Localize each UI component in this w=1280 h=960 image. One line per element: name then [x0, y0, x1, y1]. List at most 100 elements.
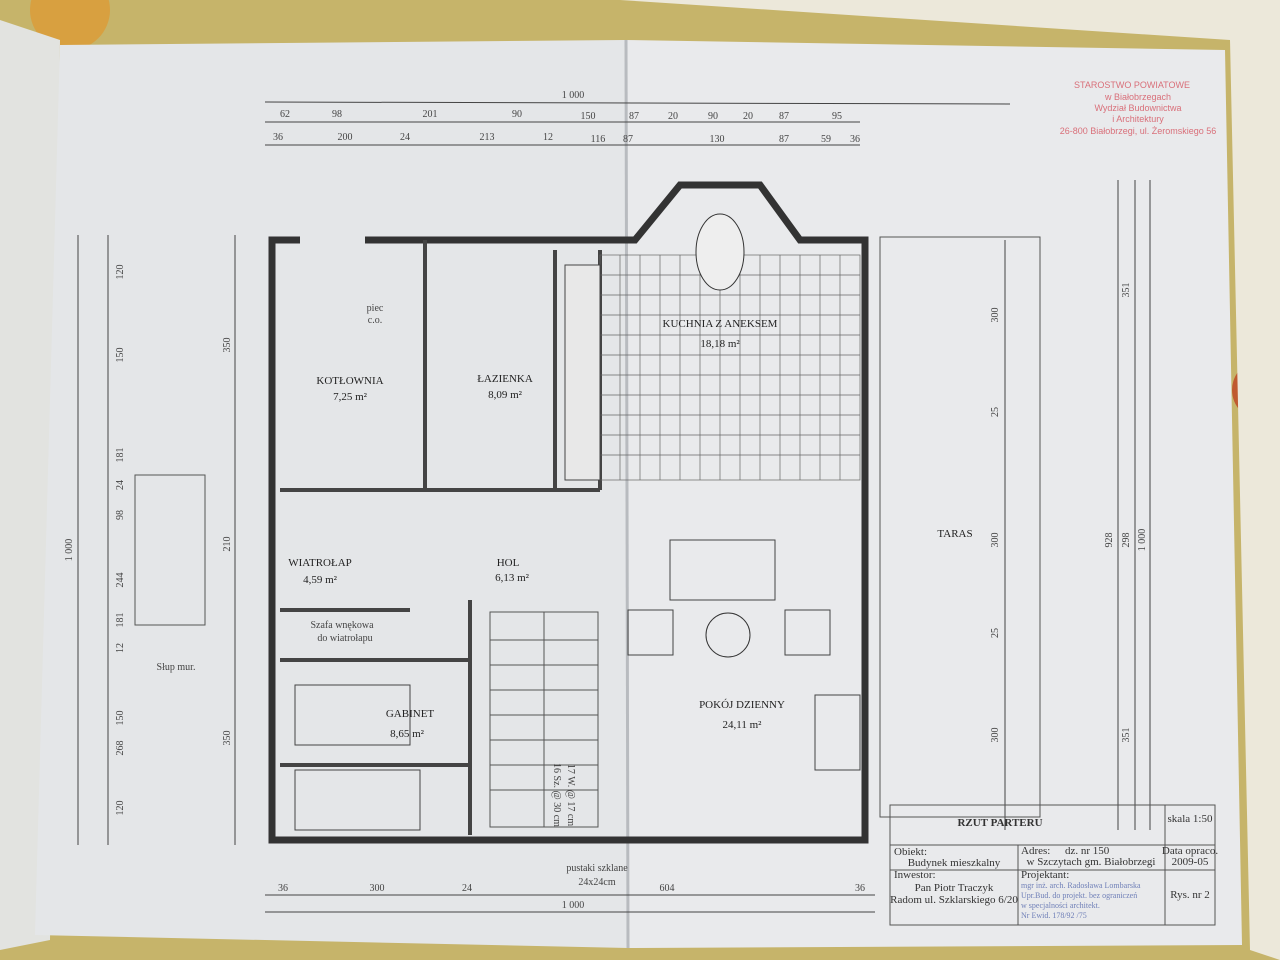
room-area: 24,11 m²: [723, 719, 763, 731]
dimension: 150: [115, 348, 126, 363]
wardrobe-label: do wiatrołapu: [317, 633, 372, 644]
dimension: 90: [708, 111, 718, 122]
dimension: 25: [990, 407, 1001, 417]
dimension: 90: [512, 109, 522, 120]
dimension: 20: [668, 111, 678, 122]
dimension: 87: [779, 111, 789, 122]
dimension: 36: [273, 132, 283, 143]
left-page: [35, 40, 628, 948]
dimension: 351: [1121, 283, 1132, 298]
room-area: 6,13 m²: [495, 572, 530, 584]
dimension: 12: [115, 643, 126, 653]
dimension: 298: [1121, 533, 1132, 548]
wardrobe-label: Szafa wnękowa: [310, 620, 374, 631]
dining-table: [695, 213, 745, 291]
dimension-total-bottom: 1 000: [562, 900, 585, 911]
dimension: 181: [115, 448, 126, 463]
dimension: 928: [1104, 533, 1115, 548]
office-stamp: STAROSTWO POWIATOWE w Białobrzegach Wydz…: [1060, 80, 1217, 136]
dimension: 300: [370, 883, 385, 894]
sheet-title: RZUT PARTERU: [957, 817, 1042, 829]
armchair: [627, 609, 674, 656]
dimension: 116: [591, 134, 606, 145]
designer-stamp: Upr.Bud. do projekt. bez ograniczeń: [1021, 891, 1137, 900]
staircase: [489, 611, 599, 828]
room-name: GABINET: [386, 708, 435, 720]
room-area: 18,18 m²: [700, 338, 740, 350]
glass-blocks-label: pustaki szklane: [566, 863, 628, 874]
room-name: TARAS: [937, 528, 972, 540]
desk: [294, 684, 411, 746]
dimension: 351: [1121, 728, 1132, 743]
room-area: 8,09 m²: [488, 389, 523, 401]
date-label: Data opraco.: [1162, 845, 1218, 857]
glass-blocks-label: 24x24cm: [578, 877, 615, 888]
dimension: 210: [222, 537, 233, 552]
exterior-walls: [268, 181, 869, 844]
address-value: dz. nr 150: [1065, 845, 1110, 857]
dimension: 150: [115, 711, 126, 726]
entrance-steps: [134, 474, 206, 626]
sheet-number: Rys. nr 2: [1170, 889, 1210, 901]
interior-walls: [280, 240, 602, 835]
dimension: 300: [990, 308, 1001, 323]
dimension: 36: [850, 134, 860, 145]
room-name: WIATROŁAP: [288, 557, 352, 569]
dimension: 25: [990, 628, 1001, 638]
dimension: 62: [280, 109, 290, 120]
dimension: 24: [115, 480, 126, 490]
stairs-label: 16 Sz. @ 30 cm: [551, 763, 562, 827]
right-page: [625, 40, 1242, 948]
column-label: Słup mur.: [157, 662, 196, 673]
date-value: 2009-05: [1172, 856, 1209, 868]
stamp-line: 26-800 Białobrzegi, ul. Żeromskiego 56: [1060, 126, 1217, 136]
stamp-line: w Białobrzegach: [1104, 92, 1171, 102]
dimension: 87: [779, 134, 789, 145]
dims-left: 120 150 181 24 98 244 181 12 150 268 120…: [64, 265, 233, 816]
scale-label: skala 1:50: [1168, 813, 1213, 825]
armchair: [784, 609, 831, 656]
dimension: 268: [115, 741, 126, 756]
coffee-table: [705, 612, 751, 658]
room-area: 7,25 m²: [333, 391, 368, 403]
title-block: RZUT PARTERU skala 1:50 Obiekt: Budynek …: [889, 804, 1218, 926]
kitchen-counter: [564, 264, 601, 481]
dimension: 12: [543, 132, 553, 143]
designer-label: Projektant:: [1021, 869, 1069, 881]
room-area: 4,59 m²: [303, 574, 338, 586]
spine: [624, 39, 630, 949]
fireplace: [814, 694, 861, 771]
room-name: KOTŁOWNIA: [316, 375, 383, 387]
boiler-label: piec: [367, 303, 384, 314]
object-value: Budynek mieszkalny: [908, 857, 1001, 869]
dimension: 130: [710, 134, 725, 145]
dimension: 36: [855, 883, 865, 894]
dimension: 87: [623, 134, 633, 145]
dimension: 1 000: [1137, 529, 1148, 552]
object-label: Obiekt:: [894, 846, 927, 858]
room-name: ŁAZIENKA: [477, 373, 533, 385]
dimension-total-left: 1 000: [64, 539, 75, 562]
designer-stamp: mgr inż. arch. Radosława Lombarska: [1021, 881, 1141, 890]
dimension: 95: [832, 111, 842, 122]
room-name: POKÓJ DZIENNY: [699, 699, 785, 711]
designer-stamp: w specjalności architekt.: [1021, 901, 1100, 910]
stamp-line: STAROSTWO POWIATOWE: [1074, 80, 1190, 90]
dimension: 150: [581, 111, 596, 122]
dimension: 300: [990, 728, 1001, 743]
bed: [294, 769, 421, 831]
dimension: 244: [115, 573, 126, 588]
dimension: 59: [821, 134, 831, 145]
dimension: 604: [660, 883, 675, 894]
investor-value: Pan Piotr Traczyk: [915, 882, 994, 894]
investor-value: Radom ul. Szklarskiego 6/20: [890, 894, 1018, 906]
room-area: 8,65 m²: [390, 728, 425, 740]
address-value: w Szczytach gm. Białobrzegi: [1027, 856, 1156, 868]
boiler-label: c.o.: [368, 315, 382, 326]
dimension: 350: [222, 731, 233, 746]
dimension: 24: [400, 132, 410, 143]
stairs-label: 17 W. @ 17 cm: [565, 764, 576, 826]
dimension-line: [264, 101, 1011, 105]
dimension: 200: [338, 132, 353, 143]
